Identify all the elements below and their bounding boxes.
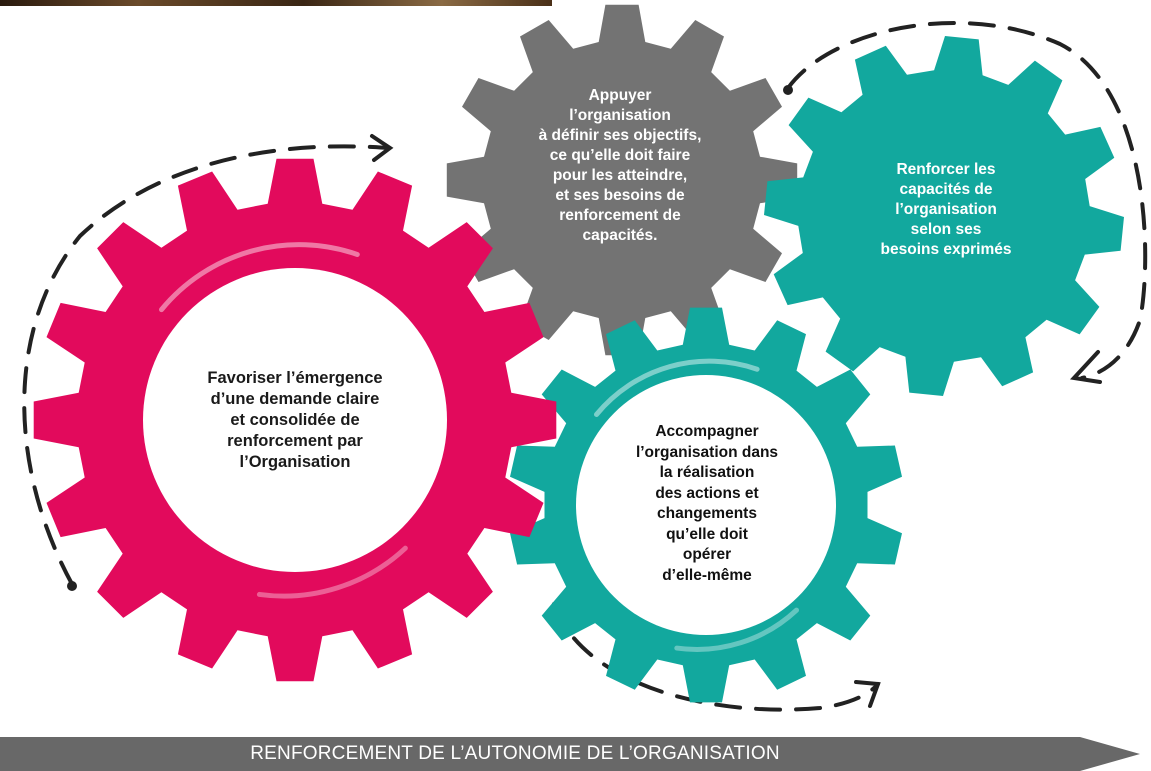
- arrowhead-pink-icon: [370, 134, 394, 162]
- arrow-start-dot-pink: [67, 581, 77, 591]
- gear-teal-top: [764, 36, 1124, 396]
- banner-arrow-icon: [0, 737, 1140, 771]
- gear-gray: [446, 4, 798, 356]
- gear-pink-highlight: [159, 242, 360, 313]
- dashed-arrow-teal-top: [786, 20, 1148, 380]
- gear-pink: [33, 158, 557, 682]
- autonomy-banner: RENFORCEMENT DE L’AUTONOMIE DE L’ORGANIS…: [0, 737, 1151, 771]
- dashed-arrow-teal-bottom: [552, 602, 880, 712]
- arrowhead-teal-top-icon: [1069, 350, 1102, 384]
- header-photo-strip: [0, 0, 552, 6]
- gear-teal-top-body: [764, 36, 1124, 396]
- banner-label: RENFORCEMENT DE L’AUTONOMIE DE L’ORGANIS…: [250, 743, 780, 764]
- gear-teal-bottom-highlight-lower: [674, 607, 800, 652]
- gear-teal-bottom-center: [576, 375, 836, 635]
- gear-gray-body: [446, 4, 798, 356]
- arrow-start-dot-teal-top: [783, 85, 793, 95]
- gear-teal-top-label: Renforcer les capacités de l’organisatio…: [880, 161, 1012, 258]
- arrowhead-teal-bottom-icon: [854, 680, 881, 708]
- gear-gray-label: Appuyer l’organisation à définir ses obj…: [538, 87, 702, 244]
- gear-teal-bottom-label: Accompagner l’organisation dans la réali…: [635, 423, 779, 584]
- gear-teal-bottom: [510, 307, 902, 703]
- gear-pink-center: [143, 268, 447, 572]
- gear-pink-highlight-lower: [256, 545, 408, 599]
- dashed-arrow-pink: [22, 144, 390, 586]
- gear-pink-label: Favoriser l’émergence d’une demande clai…: [207, 369, 383, 471]
- gear-teal-bottom-highlight: [594, 358, 760, 417]
